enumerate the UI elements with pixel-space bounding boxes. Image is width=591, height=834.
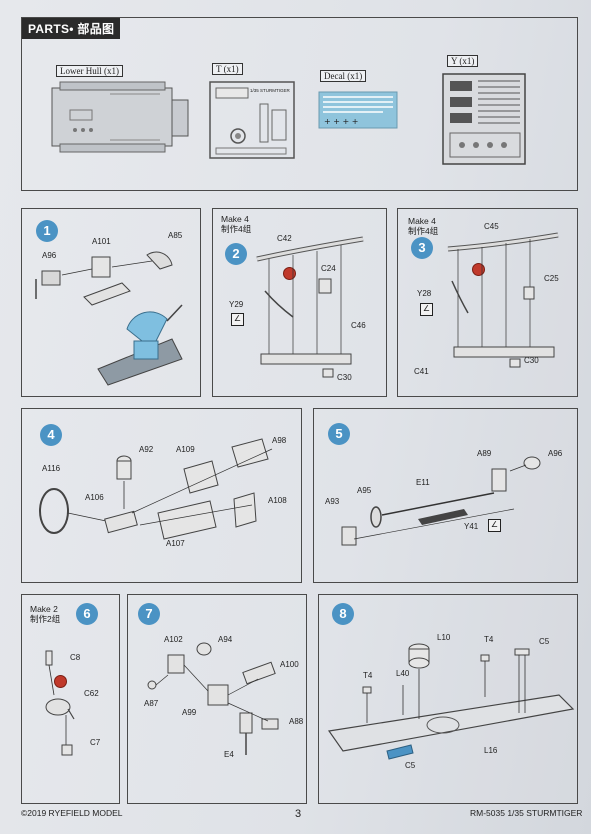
- y-fret-label: Y (x1): [447, 55, 479, 67]
- part-label-y28: Y28: [417, 289, 432, 298]
- part-label-e4: E4: [224, 750, 234, 759]
- part-label-a116: A116: [42, 464, 61, 473]
- decal-label: Decal (x1): [320, 70, 367, 82]
- part-label-c45: C45: [484, 222, 499, 231]
- photoetch-bend-icon: ∠: [488, 519, 501, 532]
- part-label-c25: C25: [544, 274, 559, 283]
- part-label-a109: A109: [176, 445, 195, 454]
- step-8-drawing: [327, 643, 575, 760]
- step-1-drawing: [35, 251, 183, 386]
- decal-sheet-drawing: + + + +: [318, 91, 398, 129]
- step-1-badge: 1: [36, 220, 58, 242]
- step-2-drawing: [256, 236, 364, 378]
- make-cn: 制作4组: [221, 224, 252, 234]
- part-label-c42: C42: [277, 234, 292, 243]
- part-label-a99: A99: [182, 708, 197, 717]
- step-2-badge: 2: [225, 243, 247, 265]
- part-label-a95: A95: [357, 486, 372, 495]
- part-label-c30: C30: [337, 373, 352, 382]
- part-label-a98: A98: [272, 436, 287, 445]
- t-sprue-text: 1/35 STURMTIGER: [250, 88, 290, 93]
- parts-title: PARTS• 部品图: [22, 18, 121, 39]
- step-6-make-label: Make 2 制作2组: [30, 604, 60, 624]
- step-5-panel: 5 A89 A96 E11 A95 A93 Y41 ∠: [313, 408, 578, 583]
- part-label-c7: C7: [90, 738, 101, 747]
- svg-text:+ + + +: + + + +: [324, 117, 358, 126]
- step-4-drawing: [39, 438, 273, 540]
- step-7-drawing: [147, 642, 279, 755]
- part-label-a106: A106: [85, 493, 104, 502]
- make-en: Make 4: [221, 214, 249, 224]
- step-3-badge: 3: [411, 237, 433, 259]
- y-photoetch-drawing: [442, 73, 526, 165]
- make-cn: 制作2组: [30, 614, 61, 624]
- step-3-panel: Make 4 制作4组 3 C45 C25 Y28 C41 C30 ∠: [397, 208, 578, 397]
- part-label-c62: C62: [84, 689, 99, 698]
- part-label-a89: A89: [477, 449, 492, 458]
- part-label-a87: A87: [144, 699, 159, 708]
- step-4-badge: 4: [40, 424, 62, 446]
- step-2-panel: Make 4 制作4组 2 C42 C24 Y29 C46 C30 ∠: [212, 208, 387, 397]
- part-label-c30: C30: [524, 356, 539, 365]
- part-label-t4-upper: T4: [484, 635, 494, 644]
- part-label-c24: C24: [321, 264, 336, 273]
- part-label-a100: A100: [280, 660, 299, 669]
- page-number: 3: [295, 808, 302, 820]
- part-label-c41: C41: [414, 367, 429, 376]
- step-6-drawing: [45, 650, 75, 756]
- step-8-panel: 8 L10 T4 C5 T4 L40 L16 C5: [318, 594, 578, 804]
- part-label-a88: A88: [289, 717, 304, 726]
- step-1-panel: 1 A96 A101 A85: [21, 208, 201, 397]
- part-label-a92: A92: [139, 445, 154, 454]
- part-label-a85: A85: [168, 231, 183, 240]
- lower-hull-drawing: [51, 81, 189, 153]
- step-7-panel: 7 A102 A94 A100 A87 A99 A88 E4: [127, 594, 307, 804]
- step-3-make-label: Make 4 制作4组: [408, 216, 438, 236]
- step-4-panel: 4 A92 A109 A98 A116 A106 A108 A107: [21, 408, 302, 583]
- part-label-a107: A107: [166, 539, 185, 548]
- step-8-badge: 8: [332, 603, 354, 625]
- part-label-a102: A102: [164, 635, 183, 644]
- part-label-l10: L10: [437, 633, 451, 642]
- part-label-c8: C8: [70, 653, 81, 662]
- make-cn: 制作4组: [408, 226, 439, 236]
- step-5-badge: 5: [328, 423, 350, 445]
- t-sprue-label: T (x1): [212, 63, 243, 75]
- part-label-e11: E11: [416, 478, 430, 487]
- photoetch-bend-icon: ∠: [231, 313, 244, 326]
- copyright: ©2019 RYEFIELD MODEL: [21, 808, 123, 818]
- part-label-a108: A108: [268, 496, 287, 505]
- step-6-panel: Make 2 制作2组 6 C8 C62 C7: [21, 594, 120, 804]
- part-label-l40: L40: [396, 669, 410, 678]
- make-en: Make 2: [30, 604, 58, 614]
- part-label-a101: A101: [92, 237, 111, 246]
- part-label-y41: Y41: [464, 522, 479, 531]
- part-label-c5-lower: C5: [405, 761, 416, 770]
- step-2-make-label: Make 4 制作4组: [221, 214, 251, 234]
- part-label-a96: A96: [42, 251, 57, 260]
- part-label-c46: C46: [351, 321, 366, 330]
- step-3-drawing: [447, 232, 559, 368]
- t-sprue-drawing: [209, 81, 295, 159]
- part-label-l16: L16: [484, 746, 498, 755]
- step-7-badge: 7: [138, 603, 160, 625]
- step-5-drawing: [341, 456, 541, 546]
- lower-hull-label: Lower Hull (x1): [56, 65, 123, 77]
- step-6-badge: 6: [76, 603, 98, 625]
- parts-panel: PARTS• 部品图 Lower Hull (x1) T (x1) 1/35 S…: [21, 17, 578, 191]
- part-label-c5-upper: C5: [539, 637, 550, 646]
- photoetch-bend-icon: ∠: [420, 303, 433, 316]
- part-label-t4-lower: T4: [363, 671, 373, 680]
- caution-icon: [54, 675, 67, 688]
- part-label-y29: Y29: [229, 300, 244, 309]
- model-code: RM-5035 1/35 STURMTIGER: [470, 808, 583, 818]
- part-label-a94: A94: [218, 635, 233, 644]
- part-label-a93: A93: [325, 497, 340, 506]
- part-label-a96: A96: [548, 449, 563, 458]
- make-en: Make 4: [408, 216, 436, 226]
